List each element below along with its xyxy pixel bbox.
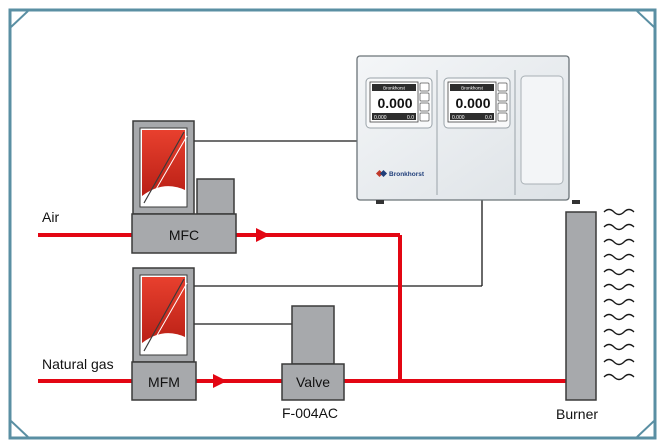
brand-name: Bronkhorst: [389, 171, 425, 178]
mfm-device: [131, 267, 197, 401]
heat-wave-line: [603, 268, 635, 276]
valve-actuator: [291, 305, 335, 365]
valve-body: [281, 363, 345, 401]
heat-wave-line: [603, 343, 635, 351]
panel2-header: Bronkhorst: [461, 86, 484, 91]
heat-wave-line: [603, 208, 635, 216]
signal-lines: [194, 140, 483, 325]
valve-model-label: F-004AC: [282, 405, 339, 421]
readout-control-unit: [356, 55, 580, 204]
flow-arrow-air: [256, 228, 270, 242]
heat-wave-line: [603, 313, 635, 321]
air-label: Air: [42, 209, 60, 225]
heat-wave-line: [603, 238, 635, 246]
mfc-device: [131, 120, 237, 254]
mfc-label: MFC: [169, 227, 199, 243]
heat-wave-line: [603, 373, 635, 381]
mfc-valve-actuator: [196, 178, 235, 215]
heat-wave-line: [603, 223, 635, 231]
panel1-footer-right: 0.0: [407, 115, 414, 121]
panel2-value: 0.000: [455, 95, 490, 111]
panel2-footer-right: 0.0: [485, 115, 492, 121]
valve-label: Valve: [296, 374, 330, 390]
heat-wave-line: [603, 358, 635, 366]
heat-wave-line: [603, 298, 635, 306]
natural-gas-label: Natural gas: [42, 356, 114, 372]
panel1-header: Bronkhorst: [383, 86, 406, 91]
heat-waves: [603, 208, 635, 381]
brand-logo-icon: [375, 169, 388, 178]
panel1-footer-left: 0.000: [374, 115, 387, 121]
mfm-body: [131, 361, 197, 401]
panel1-value: 0.000: [377, 95, 412, 111]
mfm-label: MFM: [148, 374, 180, 390]
flow-arrow-gas: [213, 374, 227, 388]
heat-wave-line: [603, 328, 635, 336]
diagram-frame: [8, 8, 657, 440]
panel2-footer-left: 0.000: [452, 115, 465, 121]
heat-wave-line: [603, 283, 635, 291]
control-valve: [281, 305, 345, 401]
mfc-body: [131, 213, 237, 254]
heat-wave-line: [603, 253, 635, 261]
burner: [565, 211, 597, 401]
burner-label: Burner: [556, 406, 599, 422]
